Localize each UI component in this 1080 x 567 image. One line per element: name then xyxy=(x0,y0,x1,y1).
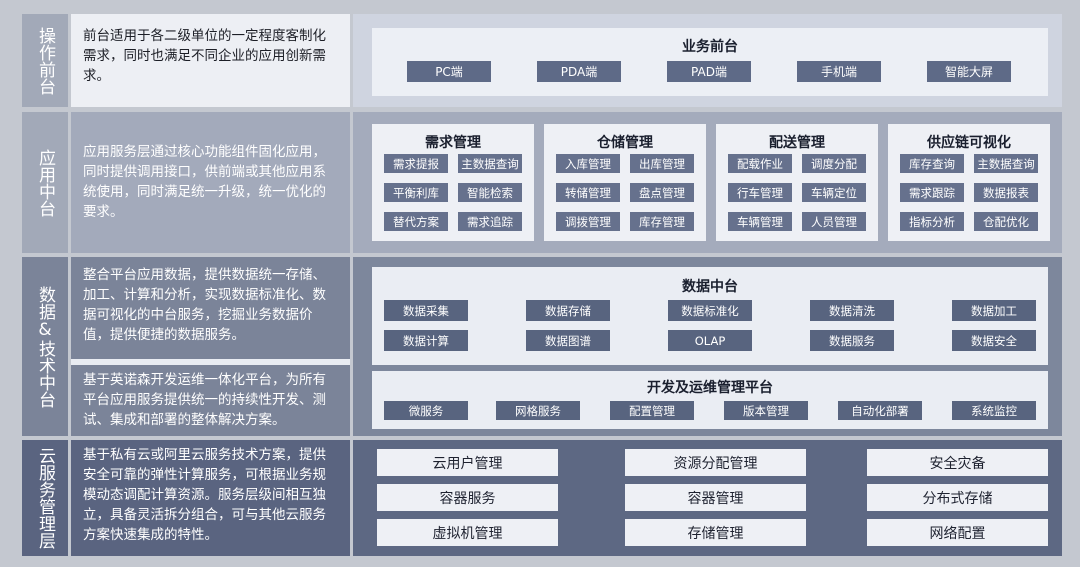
tag-devops-2: 网格服务 xyxy=(496,401,580,420)
cloud-storage-management: 存储管理 xyxy=(625,519,806,546)
tag-devops-3: 配置管理 xyxy=(610,401,694,420)
tier-label-application: 应用中台 xyxy=(22,112,68,253)
tag-warehouse-1: 入库管理 xyxy=(556,154,620,173)
tier-label-operation: 操作前台 xyxy=(22,14,68,107)
tag-demand-3: 平衡利库 xyxy=(384,183,448,202)
data-center-title: 数据中台 xyxy=(682,279,738,295)
tier-label-cloud: 云服务管理层 xyxy=(22,440,68,556)
tag-delivery-5: 车辆管理 xyxy=(728,212,792,231)
tag-data-1: 数据采集 xyxy=(384,300,468,321)
tag-devops-5: 自动化部署 xyxy=(838,401,922,420)
tag-mobile: 手机端 xyxy=(797,61,881,82)
tag-devops-4: 版本管理 xyxy=(724,401,808,420)
tag-pda: PDA端 xyxy=(537,61,621,82)
tag-warehouse-3: 转储管理 xyxy=(556,183,620,202)
layer-application: 应用中台 应用服务层通过核心功能组件固化应用，同时提供调用接口，供前端或其他应用… xyxy=(22,112,1062,253)
tag-delivery-3: 行车管理 xyxy=(728,183,792,202)
tag-warehouse-5: 调拨管理 xyxy=(556,212,620,231)
tag-devops-6: 系统监控 xyxy=(952,401,1036,420)
cloud-distributed-storage: 分布式存储 xyxy=(867,484,1048,511)
cloud-container-management: 容器管理 xyxy=(625,484,806,511)
tag-supply-2: 主数据查询 xyxy=(974,154,1038,173)
group-warehouse: 仓储管理 入库管理 出库管理 转储管理 盘点管理 调拨管理 库存管理 xyxy=(544,124,706,241)
tag-supply-1: 库存查询 xyxy=(900,154,964,173)
tier-main-cloud: 云用户管理 资源分配管理 安全灾备 容器服务 容器管理 分布式存储 虚拟机管理 … xyxy=(353,440,1062,556)
tier-desc-data: 整合平台应用数据，提供数据统一存储、加工、计算和分析，实现数据标准化、数据可视化… xyxy=(71,257,350,359)
cloud-vm-management: 虚拟机管理 xyxy=(377,519,558,546)
tag-data-7: 数据图谱 xyxy=(526,330,610,351)
tag-demand-5: 替代方案 xyxy=(384,212,448,231)
group-supply-chain-title: 供应链可视化 xyxy=(927,135,1011,151)
tag-pc: PC端 xyxy=(407,61,491,82)
desc-separator xyxy=(71,359,350,365)
tag-delivery-6: 人员管理 xyxy=(802,212,866,231)
tag-demand-6: 需求追踪 xyxy=(458,212,522,231)
layer-cloud: 云服务管理层 基于私有云或阿里云服务技术方案，提供安全可靠的弹性计算服务，可根据… xyxy=(22,440,1062,556)
tag-demand-1: 需求提报 xyxy=(384,154,448,173)
data-center-box: 数据中台 数据采集 数据存储 数据标准化 数据清洗 数据加工 数据计算 数据图谱… xyxy=(372,267,1048,365)
tag-delivery-2: 调度分配 xyxy=(802,154,866,173)
tag-delivery-4: 车辆定位 xyxy=(802,183,866,202)
tier-main-data-tech: 数据中台 数据采集 数据存储 数据标准化 数据清洗 数据加工 数据计算 数据图谱… xyxy=(353,257,1062,436)
tag-delivery-1: 配载作业 xyxy=(728,154,792,173)
tag-warehouse-2: 出库管理 xyxy=(630,154,694,173)
tag-data-10: 数据安全 xyxy=(952,330,1036,351)
group-demand-title: 需求管理 xyxy=(425,135,481,151)
tag-big-screen: 智能大屏 xyxy=(927,61,1011,82)
tag-supply-3: 需求跟踪 xyxy=(900,183,964,202)
tier-main-application: 需求管理 需求提报 主数据查询 平衡利库 智能检索 替代方案 需求追踪 仓储管理… xyxy=(353,112,1062,253)
tier-label-data-tech: 数据&技术中台 xyxy=(22,257,68,436)
tag-warehouse-4: 盘点管理 xyxy=(630,183,694,202)
cloud-container-service: 容器服务 xyxy=(377,484,558,511)
group-delivery: 配送管理 配载作业 调度分配 行车管理 车辆定位 车辆管理 人员管理 xyxy=(716,124,878,241)
devops-box: 开发及运维管理平台 微服务 网格服务 配置管理 版本管理 自动化部署 系统监控 xyxy=(372,371,1048,429)
tag-devops-1: 微服务 xyxy=(384,401,468,420)
cloud-user-management: 云用户管理 xyxy=(377,449,558,476)
cloud-disaster-recovery: 安全灾备 xyxy=(867,449,1048,476)
group-supply-chain: 供应链可视化 库存查询 主数据查询 需求跟踪 数据报表 指标分析 仓配优化 xyxy=(888,124,1050,241)
tag-demand-2: 主数据查询 xyxy=(458,154,522,173)
tag-warehouse-6: 库存管理 xyxy=(630,212,694,231)
business-frontend-title: 业务前台 xyxy=(682,39,738,55)
group-warehouse-title: 仓储管理 xyxy=(597,135,653,151)
tag-supply-4: 数据报表 xyxy=(974,183,1038,202)
tag-data-2: 数据存储 xyxy=(526,300,610,321)
tier-desc-operation: 前台适用于各二级单位的一定程度客制化需求，同时也满足不同企业的应用创新需求。 xyxy=(71,14,350,107)
tag-data-8: OLAP xyxy=(668,330,752,351)
layer-operation: 操作前台 前台适用于各二级单位的一定程度客制化需求，同时也满足不同企业的应用创新… xyxy=(22,14,1062,107)
tier-main-operation: 业务前台 PC端 PDA端 PAD端 手机端 智能大屏 xyxy=(353,14,1062,107)
tag-data-6: 数据计算 xyxy=(384,330,468,351)
group-demand: 需求管理 需求提报 主数据查询 平衡利库 智能检索 替代方案 需求追踪 xyxy=(372,124,534,241)
devops-title: 开发及运维管理平台 xyxy=(647,380,773,396)
layer-data-tech: 数据&技术中台 整合平台应用数据，提供数据统一存储、加工、计算和分析，实现数据标… xyxy=(22,257,1062,436)
tag-data-4: 数据清洗 xyxy=(810,300,894,321)
tier-desc-devops: 基于英诺森开发运维一体化平台，为所有平台应用服务提供统一的持续性开发、测试、集成… xyxy=(71,365,350,436)
business-frontend-box: 业务前台 PC端 PDA端 PAD端 手机端 智能大屏 xyxy=(372,28,1048,96)
group-delivery-title: 配送管理 xyxy=(769,135,825,151)
cloud-network-config: 网络配置 xyxy=(867,519,1048,546)
tag-data-3: 数据标准化 xyxy=(668,300,752,321)
tag-data-9: 数据服务 xyxy=(810,330,894,351)
tier-desc-application: 应用服务层通过核心功能组件固化应用，同时提供调用接口，供前端或其他应用系统使用，… xyxy=(71,112,350,253)
tag-supply-5: 指标分析 xyxy=(900,212,964,231)
tag-demand-4: 智能检索 xyxy=(458,183,522,202)
tag-supply-6: 仓配优化 xyxy=(974,212,1038,231)
cloud-resource-allocation: 资源分配管理 xyxy=(625,449,806,476)
tag-data-5: 数据加工 xyxy=(952,300,1036,321)
tag-pad: PAD端 xyxy=(667,61,751,82)
tier-desc-cloud: 基于私有云或阿里云服务技术方案，提供安全可靠的弹性计算服务，可根据业务规模动态调… xyxy=(71,440,350,556)
